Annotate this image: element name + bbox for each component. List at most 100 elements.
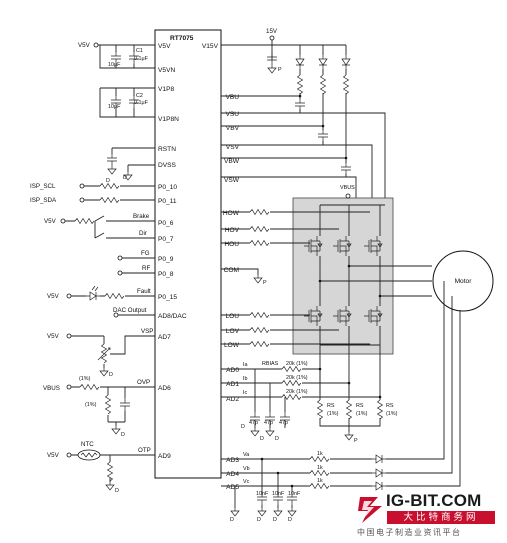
- pin-lov: LOV: [226, 328, 240, 335]
- brake-dir-switches: [60, 215, 155, 239]
- label-vb: Vb: [243, 466, 250, 472]
- isp-lines: [79, 183, 155, 203]
- pin-v5v: V5V: [158, 43, 171, 50]
- label-gnd-d-bot3: D: [273, 517, 277, 523]
- inverter-bridge-shade: [292, 197, 394, 355]
- label-1k-3: 1k: [317, 478, 323, 484]
- label-gnd-ntc: D: [115, 488, 119, 494]
- label-rs-2: RS: [356, 403, 364, 409]
- pin-com: COM: [224, 267, 239, 274]
- motor-label: Motor: [455, 278, 473, 285]
- label-gnd-d-bot4: D: [288, 517, 292, 523]
- label-20k-3: 20k (1%): [286, 389, 308, 395]
- label-gnd-p-rs: P: [354, 438, 358, 444]
- label-dac-output: DAC Output: [113, 307, 147, 314]
- pin-ad4: AD4: [226, 471, 239, 478]
- pin-vbu: VBU: [225, 94, 239, 101]
- pin-vsu: VSU: [225, 111, 239, 118]
- label-c2: C2: [136, 93, 143, 99]
- pin-ad7: AD7: [158, 334, 171, 341]
- label-vc: Vc: [243, 479, 250, 485]
- label-v5v-brake: V5V: [44, 218, 57, 225]
- pin-v15v: V15V: [202, 43, 219, 50]
- bootstrap-network: [221, 35, 386, 210]
- label-10nf-3: 10nF: [288, 491, 301, 497]
- pin-p0-8: P0_8: [158, 271, 174, 278]
- label-fault: Fault: [137, 288, 151, 295]
- fg-rf-lines: [117, 255, 155, 276]
- ic-body: [154, 29, 222, 479]
- label-10nf-1: 10nF: [256, 491, 269, 497]
- label-20k-2: 20k (1%): [286, 375, 308, 381]
- label-gnd-d-bot1: D: [230, 517, 234, 523]
- label-vbus-ovp: VBUS: [43, 385, 60, 392]
- label-gnd-p-com: P: [263, 280, 267, 286]
- label-v5v-ntc: V5V: [47, 452, 60, 459]
- label-10uf-1: 10μF: [108, 62, 121, 68]
- pin-v1p8n: V1P8N: [158, 116, 179, 123]
- label-01uf-2: 0.1μF: [134, 100, 149, 106]
- motor-symbol: [432, 250, 494, 312]
- label-c1: C1: [136, 48, 143, 54]
- pin-p0-11: P0_11: [158, 198, 177, 205]
- label-v5v-top: V5V: [78, 42, 91, 49]
- pin-ad3: AD3: [226, 457, 239, 464]
- label-gnd-d-47-2: D: [275, 436, 279, 442]
- pin-p0-7: P0_7: [158, 236, 174, 243]
- pin-dvss: DVSS: [158, 162, 177, 169]
- label-dir: Dir: [139, 230, 147, 237]
- label-01uf-1: 0.1μF: [134, 56, 149, 62]
- label-otp: OTP: [138, 447, 151, 454]
- watermark-cn-subtitle: 中国电子制造业资讯平台: [357, 528, 462, 537]
- pin-ad5: AD5: [226, 484, 239, 491]
- pin-ad9: AD9: [158, 453, 171, 460]
- pin-p0-6: P0_6: [158, 220, 174, 227]
- pin-vbw: VBW: [224, 158, 240, 165]
- vsp-potentiometer: [66, 333, 155, 377]
- label-gnd-d-47-1: D: [260, 436, 264, 442]
- label-vbus-bridge: VBUS: [340, 185, 355, 191]
- label-10uf-2: 10μF: [108, 104, 121, 110]
- label-ntc: NTC: [81, 441, 94, 448]
- label-ovp: OVP: [137, 379, 150, 386]
- rstn-circuit: [106, 147, 155, 181]
- label-gnd-rst: D: [106, 178, 110, 184]
- pin-ad2: AD2: [226, 396, 239, 403]
- label-gnd-p-top: P: [278, 67, 282, 73]
- pin-vsv: VSV: [226, 144, 240, 151]
- label-fg: FG: [141, 250, 150, 257]
- label-47p-1: 47p: [249, 420, 258, 426]
- ovp-divider: [66, 384, 155, 435]
- pin-hou: HOU: [224, 241, 239, 248]
- label-10nf-2: 10nF: [272, 491, 285, 497]
- pin-v1p8: V1P8: [158, 86, 174, 93]
- fault-led: [66, 285, 155, 301]
- label-isp-sda: ISP_SDA: [30, 197, 57, 204]
- label-ia: Ia: [243, 362, 248, 368]
- pin-vsw: VSW: [224, 177, 240, 184]
- label-rs-1: RS: [327, 403, 335, 409]
- label-rs-2-pct: (1%): [356, 411, 368, 417]
- pin-rstn: RSTN: [158, 146, 176, 153]
- label-v5v-sp: V5V: [47, 333, 60, 340]
- label-rs-3-pct: (1%): [386, 411, 398, 417]
- label-gnd-ovp: D: [121, 432, 125, 438]
- label-1k-2: 1k: [317, 465, 323, 471]
- com-line: [221, 268, 259, 275]
- pin-ad8: AD8/DAC: [158, 313, 187, 320]
- label-isp-scl: ISP_SCL: [30, 183, 56, 190]
- ntc-otp: [66, 449, 155, 491]
- pin-low: LOW: [224, 342, 240, 349]
- label-rf: RF: [142, 265, 150, 272]
- pin-p0-15: P0_15: [158, 294, 177, 301]
- watermark-logo: IG-BIT.COM 大比特商务网 中国电子制造业资讯平台: [356, 491, 506, 541]
- pin-ad1: AD1: [226, 381, 239, 388]
- watermark-cn-tagline: 大比特商务网: [387, 511, 495, 524]
- label-gnd-d-bot2: D: [257, 517, 261, 523]
- label-vsp: VSP: [141, 328, 153, 335]
- label-pct-1: (1%): [79, 376, 91, 382]
- pin-p0-10: P0_10: [158, 184, 177, 191]
- pin-hov: HOV: [225, 227, 240, 234]
- label-gnd-d-ad0: D: [241, 424, 245, 430]
